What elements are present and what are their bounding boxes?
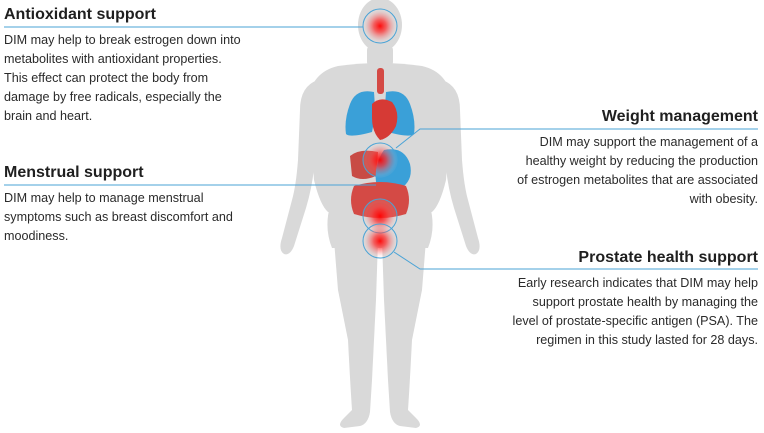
prostate-health-title: Prostate health support [578,249,758,266]
weight-connector [395,128,758,149]
text-line: Early research indicates that DIM may he… [517,276,758,290]
text-line: DIM may help to manage menstrual [4,191,204,205]
text-line: DIM may help to break estrogen down into [4,33,241,47]
abdomen-glow [362,198,398,234]
brain-glow-ring [362,8,398,44]
trachea-shape [377,68,384,94]
connector-lines [4,26,758,270]
stomach-glow [362,142,398,178]
antioxidant-support-title: Antioxidant support [4,6,156,23]
prostate-glow [362,223,398,259]
text-line: of estrogen metabolites that are associa… [517,173,758,187]
menstrual-support-block: Menstrual support DIM may help to manage… [4,163,294,246]
text-line: level of prostate-specific antigen (PSA)… [512,314,758,328]
weight-management-text: DIM may support the management of a heal… [468,133,758,209]
antioxidant-support-text: DIM may help to break estrogen down into… [4,31,294,126]
stomach-glow-ring [362,142,398,178]
text-line: healthy weight by reducing the productio… [525,154,758,168]
neck-shape [367,46,393,66]
prostate-glow-ring [362,223,398,259]
right-arm-shape [438,80,480,255]
menstrual-support-title: Menstrual support [4,164,144,181]
brain-glow [362,8,398,44]
left-lung-shape [345,91,375,136]
text-line: moodiness. [4,229,69,243]
left-leg-shape [334,240,378,428]
prostate-health-block: Prostate health support Early research i… [458,248,758,350]
right-leg-shape [382,240,426,428]
text-line: damage by free radicals, especially the [4,90,222,104]
text-line: This effect can protect the body from [4,71,209,85]
highlight-glows [362,8,398,259]
text-line: metabolites with antioxidant properties. [4,52,222,66]
text-line: brain and heart. [4,109,93,123]
text-line: DIM may support the management of a [539,135,758,149]
antioxidant-support-block: Antioxidant support DIM may help to brea… [4,5,294,126]
heart-shape [372,99,398,140]
text-line: with obesity. [689,192,758,206]
text-line: symptoms such as breast discomfort and [4,210,233,224]
menstrual-support-text: DIM may help to manage menstrual symptom… [4,189,294,246]
left-arm-shape [280,80,322,255]
text-line: support prostate health by managing the [532,295,758,309]
prostate-connector [393,251,758,270]
weight-management-title: Weight management [601,108,758,125]
body-silhouette [280,0,480,428]
prostate-health-text: Early research indicates that DIM may he… [458,274,758,350]
weight-management-block: Weight management DIM may support the ma… [468,107,758,209]
text-line: regimen in this study lasted for 28 days… [536,333,758,347]
